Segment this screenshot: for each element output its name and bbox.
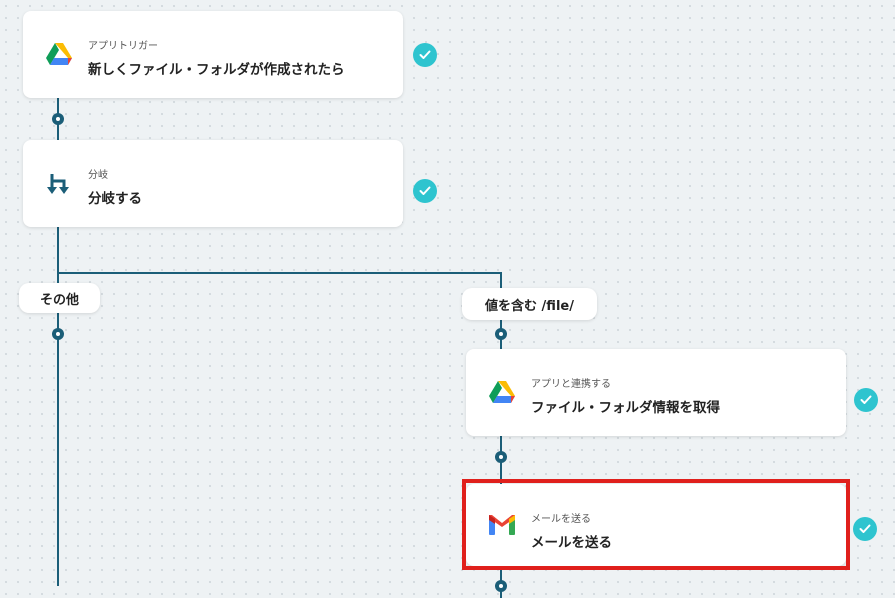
add-step-node[interactable] bbox=[495, 451, 507, 463]
send-mail-step-card[interactable]: メールを送る メールを送る bbox=[466, 484, 846, 566]
add-step-node[interactable] bbox=[495, 580, 507, 592]
step-type-label: 分岐 bbox=[88, 170, 108, 181]
google-drive-icon bbox=[488, 379, 516, 407]
add-step-node[interactable] bbox=[52, 113, 64, 125]
check-icon bbox=[854, 388, 878, 412]
step-title: 新しくファイル・フォルダが作成されたら bbox=[88, 62, 345, 78]
add-step-node[interactable] bbox=[52, 328, 64, 340]
google-drive-icon bbox=[45, 41, 73, 69]
check-icon bbox=[413, 179, 437, 203]
branch-label-other[interactable]: その他 bbox=[19, 283, 100, 313]
add-step-node[interactable] bbox=[495, 328, 507, 340]
branch-connector bbox=[57, 272, 502, 274]
check-icon bbox=[853, 517, 877, 541]
branch-label-contains[interactable]: 値を含む /file/ bbox=[462, 288, 597, 320]
highlight-frame bbox=[462, 479, 850, 570]
branch-icon bbox=[45, 170, 73, 198]
step-title: メールを送る bbox=[531, 535, 612, 551]
step-type-label: メールを送る bbox=[531, 514, 591, 525]
trigger-step-card[interactable]: アプリトリガー 新しくファイル・フォルダが作成されたら bbox=[23, 11, 403, 98]
connector-line bbox=[57, 226, 59, 586]
step-title: ファイル・フォルダ情報を取得 bbox=[531, 400, 720, 416]
step-type-label: アプリトリガー bbox=[88, 41, 158, 52]
step-type-label: アプリと連携する bbox=[531, 379, 611, 390]
check-icon bbox=[413, 43, 437, 67]
gmail-icon bbox=[488, 511, 516, 539]
get-file-info-step-card[interactable]: アプリと連携する ファイル・フォルダ情報を取得 bbox=[466, 349, 846, 436]
step-title: 分岐する bbox=[88, 191, 142, 207]
branch-step-card[interactable]: 分岐 分岐する bbox=[23, 140, 403, 227]
